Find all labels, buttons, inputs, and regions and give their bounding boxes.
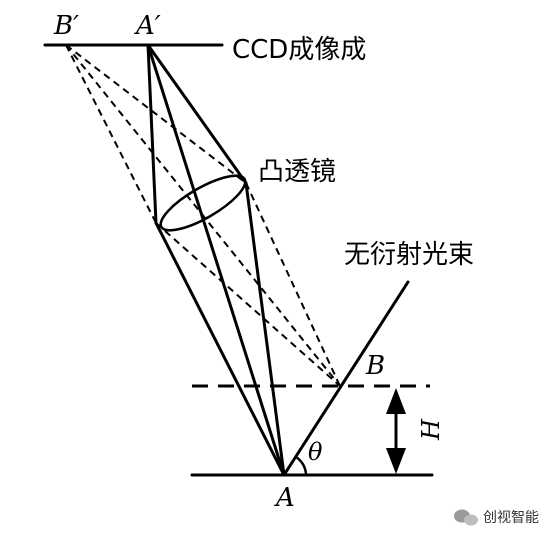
ray-lens-left-b — [155, 222, 341, 387]
theta-arc — [295, 455, 308, 476]
label-point-a: A — [274, 483, 295, 513]
watermark: 创视智能 — [454, 509, 539, 526]
height-arrow — [386, 388, 406, 474]
ray-lens-right-a — [244, 181, 286, 477]
ray-aprime-lens-left — [146, 43, 158, 225]
label-theta: θ — [308, 438, 323, 466]
non-diffracting-beam — [282, 280, 410, 477]
watermark-text: 创视智能 — [483, 510, 539, 526]
label-height: H — [417, 418, 445, 441]
label-a-prime: A′ — [134, 11, 161, 41]
ray-aprime-a-chief — [146, 43, 286, 477]
label-ccd-plane: CCD成像成 — [232, 35, 366, 65]
ray-bprime-lens-right — [65, 44, 247, 184]
wechat-icon — [454, 509, 478, 526]
label-lens: 凸透镜 — [258, 157, 336, 187]
label-b-prime: B′ — [53, 11, 79, 41]
ray-bprime-b-chief — [65, 44, 341, 387]
ray-lens-left-a — [154, 221, 286, 477]
label-point-b: B — [365, 351, 385, 381]
ray-bprime-lens-left — [65, 44, 157, 224]
ray-lens-right-b — [245, 182, 341, 387]
ray-aprime-lens-right — [146, 43, 248, 185]
label-beam: 无衍射光束 — [344, 240, 474, 270]
